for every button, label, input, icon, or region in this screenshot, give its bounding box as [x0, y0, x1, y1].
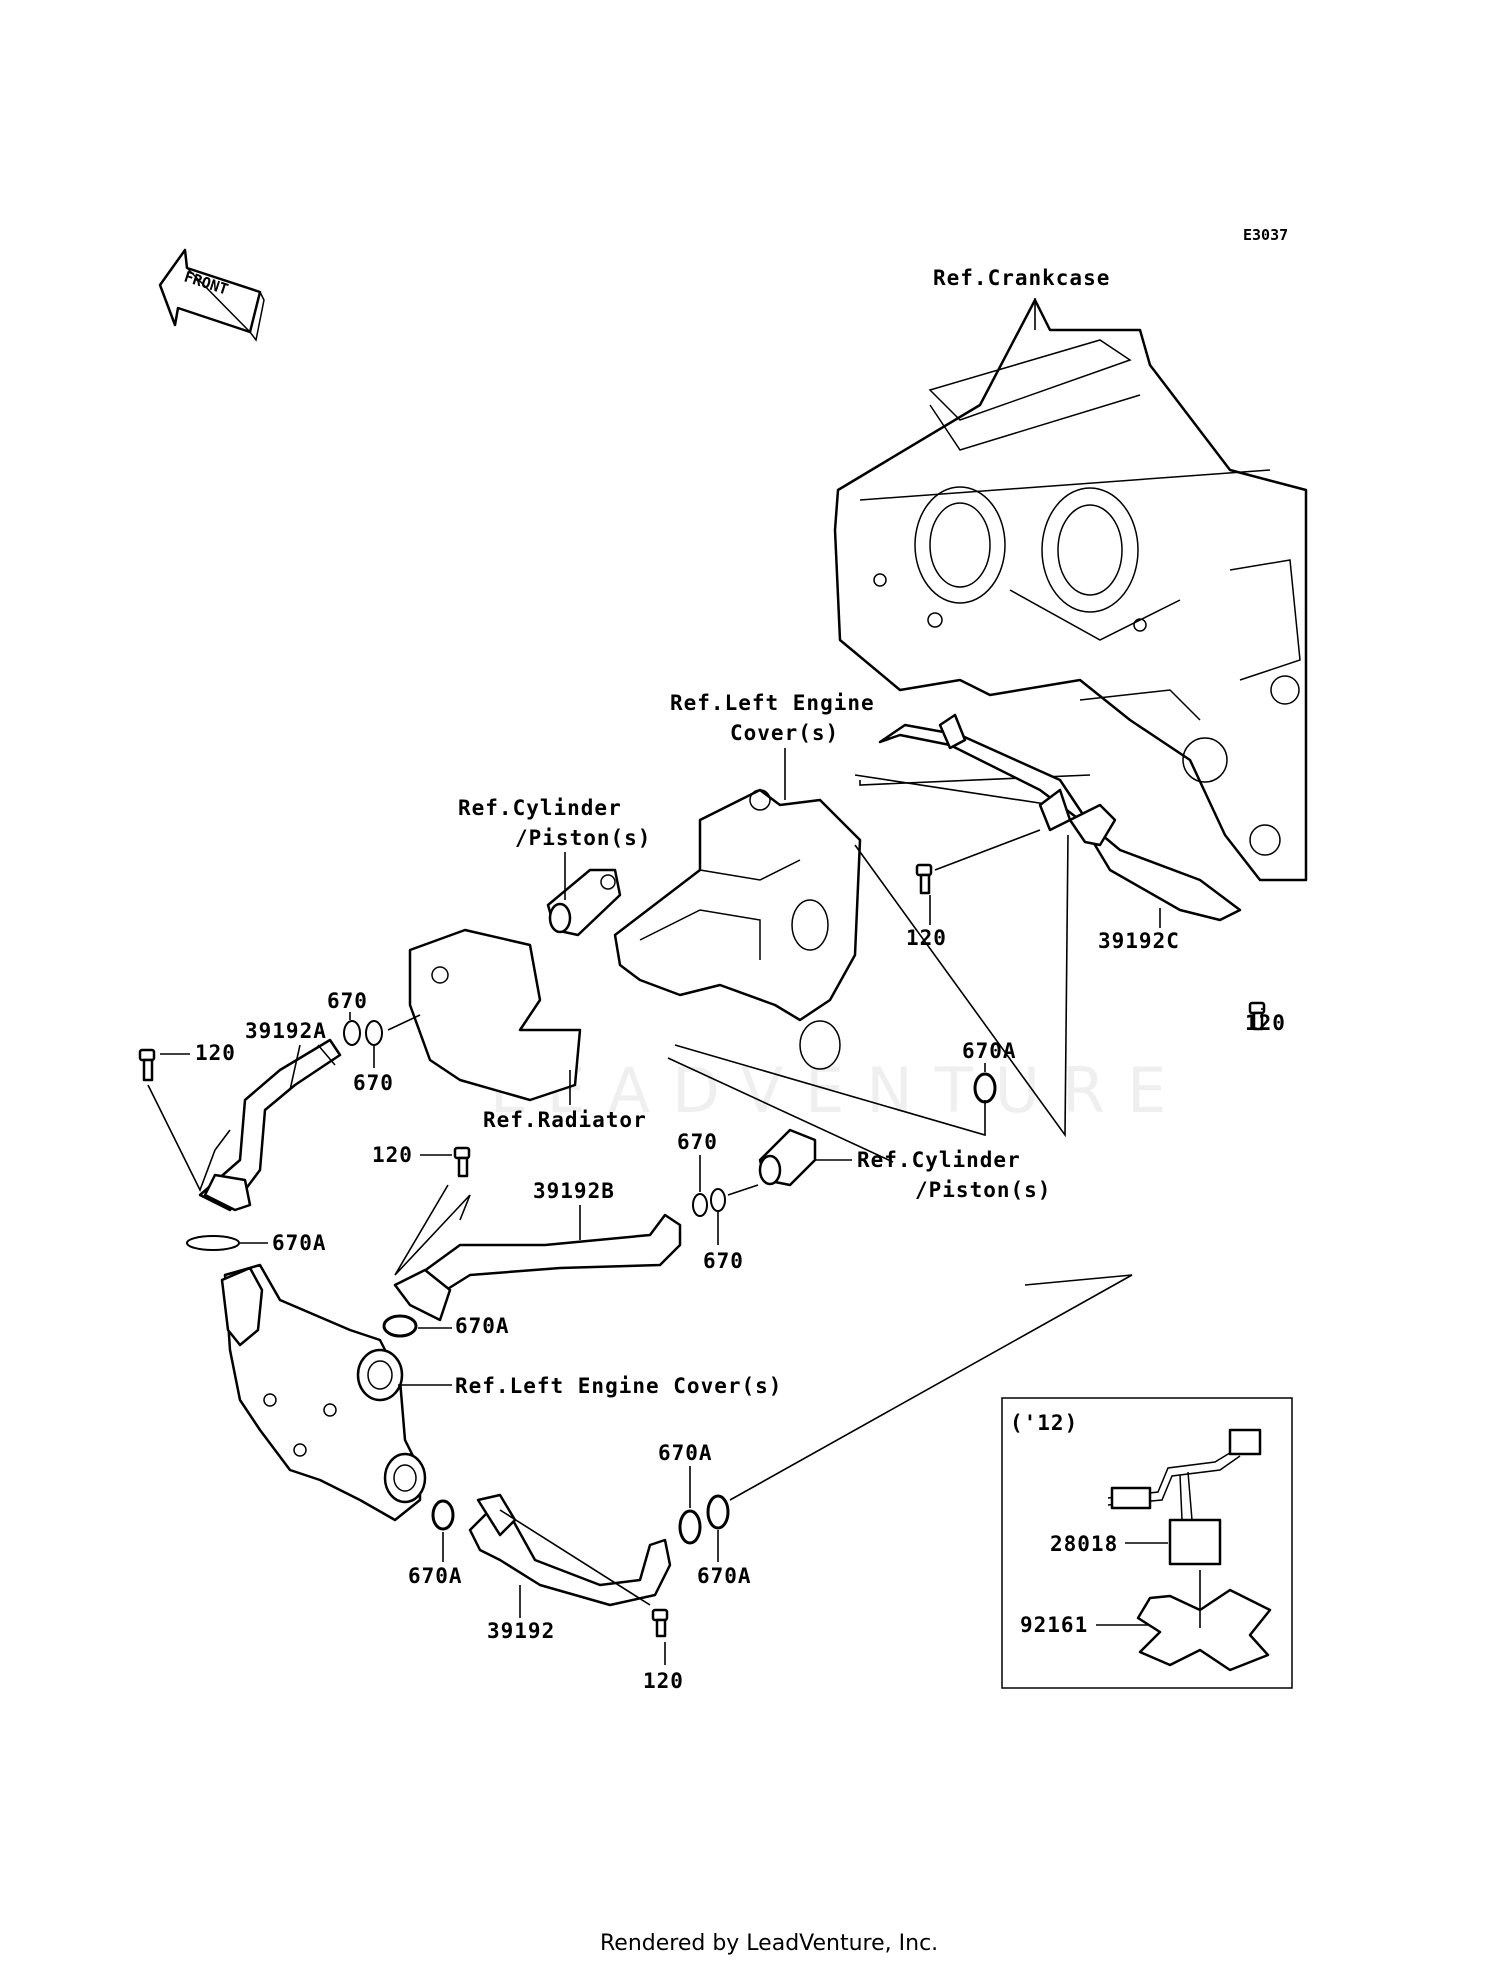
part-670a-label-1: 670A	[272, 1231, 327, 1255]
o-ring-670a-bottom-right	[706, 1494, 730, 1530]
o-ring-670a-middle	[382, 1314, 418, 1338]
670-to-radiator-leader	[387, 1014, 421, 1031]
ref-cylinder-piston-lower-label-1: Ref.Cylinder	[857, 1148, 1021, 1172]
o-ring-670-a	[343, 1020, 361, 1046]
hose-39192c-drawing	[878, 713, 1242, 922]
120-bolt-path-1	[147, 1084, 231, 1193]
o-ring-670a-bottom-left	[431, 1499, 455, 1531]
inset-box	[1001, 1397, 1293, 1689]
diagram-code: E3037	[1243, 226, 1288, 244]
label-92161-drawing	[1136, 1588, 1272, 1672]
part-92161-label: 92161	[1020, 1613, 1088, 1637]
part-120-label-1: 120	[195, 1041, 236, 1065]
part-670a-label-2: 670A	[455, 1314, 510, 1338]
ref-left-engine-cover-upper-label-1: Ref.Left Engine	[670, 691, 875, 715]
part-39192c-label: 39192C	[1098, 929, 1180, 953]
part-670a-label-4: 670A	[408, 1564, 463, 1588]
bolt-120-right-1-icon	[915, 863, 933, 895]
cylinder-fitting-upper-drawing	[546, 868, 622, 937]
hose-39192-drawing	[468, 1493, 672, 1607]
o-ring-670-b	[365, 1020, 383, 1046]
left-engine-cover-upper-drawing	[613, 788, 862, 1070]
part-670a-label-6: 670A	[697, 1564, 752, 1588]
bolt-120-upper-left-icon	[138, 1048, 156, 1082]
o-ring-670-d	[710, 1188, 726, 1212]
120-to-hose-leader	[934, 829, 1041, 871]
part-39192-label: 39192	[487, 1619, 555, 1643]
reference-line-4	[854, 774, 1073, 809]
ref-left-engine-cover-lower-label: Ref.Left Engine Cover(s)	[455, 1374, 782, 1398]
reference-line-5	[859, 774, 1091, 786]
reference-line-6	[729, 1274, 1133, 1501]
reference-line-2	[667, 1057, 894, 1163]
front-arrow-icon: FRONT	[158, 248, 265, 342]
bolt-120-bottom-icon	[651, 1608, 669, 1638]
ref-crankcase-label: Ref.Crankcase	[933, 266, 1110, 290]
part-120-label-2: 120	[372, 1143, 413, 1167]
ref-cylinder-piston-upper-label-1: Ref.Cylinder	[458, 796, 622, 820]
reference-line-1	[674, 1044, 986, 1137]
inset-label: ('12)	[1010, 1411, 1078, 1435]
ref-cylinder-piston-upper-label-2: /Piston(s)	[515, 826, 651, 850]
part-39192b-label: 39192B	[533, 1179, 615, 1203]
o-ring-670a-upper	[186, 1235, 240, 1251]
bolt-120-middle-icon	[453, 1146, 471, 1178]
part-670-label-4: 670	[703, 1249, 744, 1273]
left-engine-cover-lower-drawing	[220, 1263, 427, 1522]
o-ring-670-c	[692, 1193, 708, 1217]
harness-28018-drawing	[1107, 1428, 1262, 1566]
part-120-label-3: 120	[906, 926, 947, 950]
39192a-leader	[289, 1044, 301, 1091]
footer-text: Rendered by LeadVenture, Inc.	[600, 1931, 938, 1956]
bolt-120-right-2-icon	[1248, 1001, 1266, 1031]
part-120-label-4: 120	[1245, 1011, 1286, 1035]
hose-39192b-drawing	[393, 1213, 682, 1322]
part-670a-label-5: 670A	[658, 1441, 713, 1465]
reference-line-3	[854, 834, 1069, 1138]
part-670-label-1: 670	[327, 989, 368, 1013]
part-670a-label-3: 670A	[962, 1039, 1017, 1063]
120-bolt-path-5	[499, 1509, 651, 1606]
o-ring-670a-bottom-mid	[678, 1509, 702, 1545]
part-120-label-5: 120	[643, 1669, 684, 1693]
part-670-label-3: 670	[677, 1130, 718, 1154]
part-39192a-label: 39192A	[245, 1019, 327, 1043]
670-to-cylinder-leader	[727, 1184, 759, 1196]
part-670-label-2: 670	[353, 1071, 394, 1095]
ref-cylinder-piston-lower-label-2: /Piston(s)	[915, 1178, 1051, 1202]
hose-39192a-drawing	[198, 1038, 342, 1212]
ref-left-engine-cover-upper-label-2: Cover(s)	[730, 721, 839, 745]
cylinder-fitting-lower-drawing	[758, 1128, 817, 1187]
120-bolt-path-2	[394, 1184, 471, 1276]
crankcase-drawing	[833, 298, 1308, 882]
ref-radiator-label: Ref.Radiator	[483, 1108, 647, 1132]
part-28018-label: 28018	[1050, 1532, 1118, 1556]
o-ring-670a-right	[973, 1072, 997, 1104]
radiator-drawing	[408, 928, 582, 1102]
